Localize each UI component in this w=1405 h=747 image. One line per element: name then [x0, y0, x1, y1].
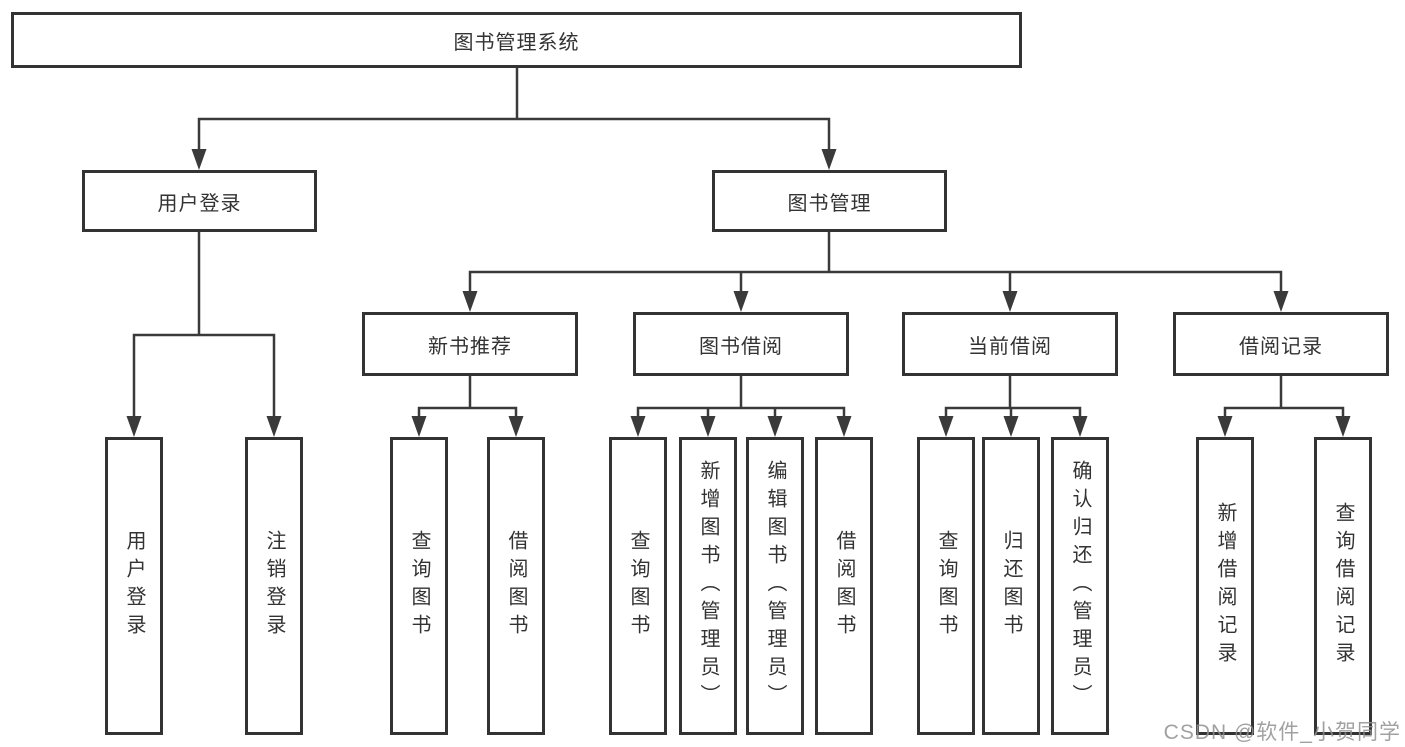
node-book-management: 图书管理 — [712, 170, 947, 232]
node-current-borrow: 当前借阅 — [902, 312, 1118, 376]
node-user-login-label: 用户登录 — [157, 192, 242, 215]
node-new-book-recommend-label: 新书推荐 — [428, 335, 512, 358]
node-root-system: 图书管理系统 — [11, 12, 1022, 68]
leaf-borrow-books-2-label: 借阅图书 — [833, 530, 855, 642]
leaf-return-books: 归还图书 — [982, 437, 1040, 735]
leaf-query-books-2: 查询图书 — [609, 437, 667, 735]
node-user-login: 用户登录 — [82, 170, 317, 232]
node-new-book-recommend: 新书推荐 — [362, 312, 578, 376]
leaf-query-books-1: 查询图书 — [390, 437, 448, 735]
node-book-management-label: 图书管理 — [787, 192, 872, 215]
leaf-borrow-books-2: 借阅图书 — [815, 437, 873, 735]
node-book-borrow: 图书借阅 — [633, 312, 849, 376]
node-borrow-records-label: 借阅记录 — [1239, 335, 1323, 358]
leaf-query-books-3: 查询图书 — [917, 437, 975, 735]
leaf-query-books-1-label: 查询图书 — [408, 530, 430, 642]
node-root-system-label: 图书管理系统 — [453, 31, 580, 54]
leaf-user-login: 用户登录 — [105, 437, 163, 735]
leaf-borrow-books-1: 借阅图书 — [487, 437, 545, 735]
leaf-query-books-3-label: 查询图书 — [935, 530, 957, 642]
node-borrow-records: 借阅记录 — [1173, 312, 1389, 376]
leaf-confirm-return-admin: 确认归还（管理员） — [1051, 437, 1109, 735]
leaf-logout-label: 注销登录 — [263, 530, 285, 642]
leaf-return-books-label: 归还图书 — [1000, 530, 1022, 642]
leaf-add-borrow-record-label: 新增借阅记录 — [1214, 502, 1236, 670]
leaf-query-borrow-record-label: 查询借阅记录 — [1332, 502, 1354, 670]
node-current-borrow-label: 当前借阅 — [968, 335, 1052, 358]
csdn-watermark: CSDN @软件_小贺同学 — [1163, 721, 1401, 744]
leaf-edit-books-admin-label: 编辑图书（管理员） — [764, 460, 786, 712]
leaf-add-borrow-record: 新增借阅记录 — [1196, 437, 1254, 735]
leaf-query-borrow-record: 查询借阅记录 — [1314, 437, 1372, 735]
leaf-confirm-return-admin-label: 确认归还（管理员） — [1069, 460, 1091, 712]
leaf-user-login-label: 用户登录 — [123, 530, 145, 642]
leaf-logout: 注销登录 — [245, 437, 303, 735]
leaf-add-books-admin: 新增图书（管理员） — [679, 437, 737, 735]
leaf-edit-books-admin: 编辑图书（管理员） — [746, 437, 804, 735]
leaf-query-books-2-label: 查询图书 — [627, 530, 649, 642]
leaf-add-books-admin-label: 新增图书（管理员） — [697, 460, 719, 712]
leaf-borrow-books-1-label: 借阅图书 — [505, 530, 527, 642]
node-book-borrow-label: 图书借阅 — [699, 335, 783, 358]
